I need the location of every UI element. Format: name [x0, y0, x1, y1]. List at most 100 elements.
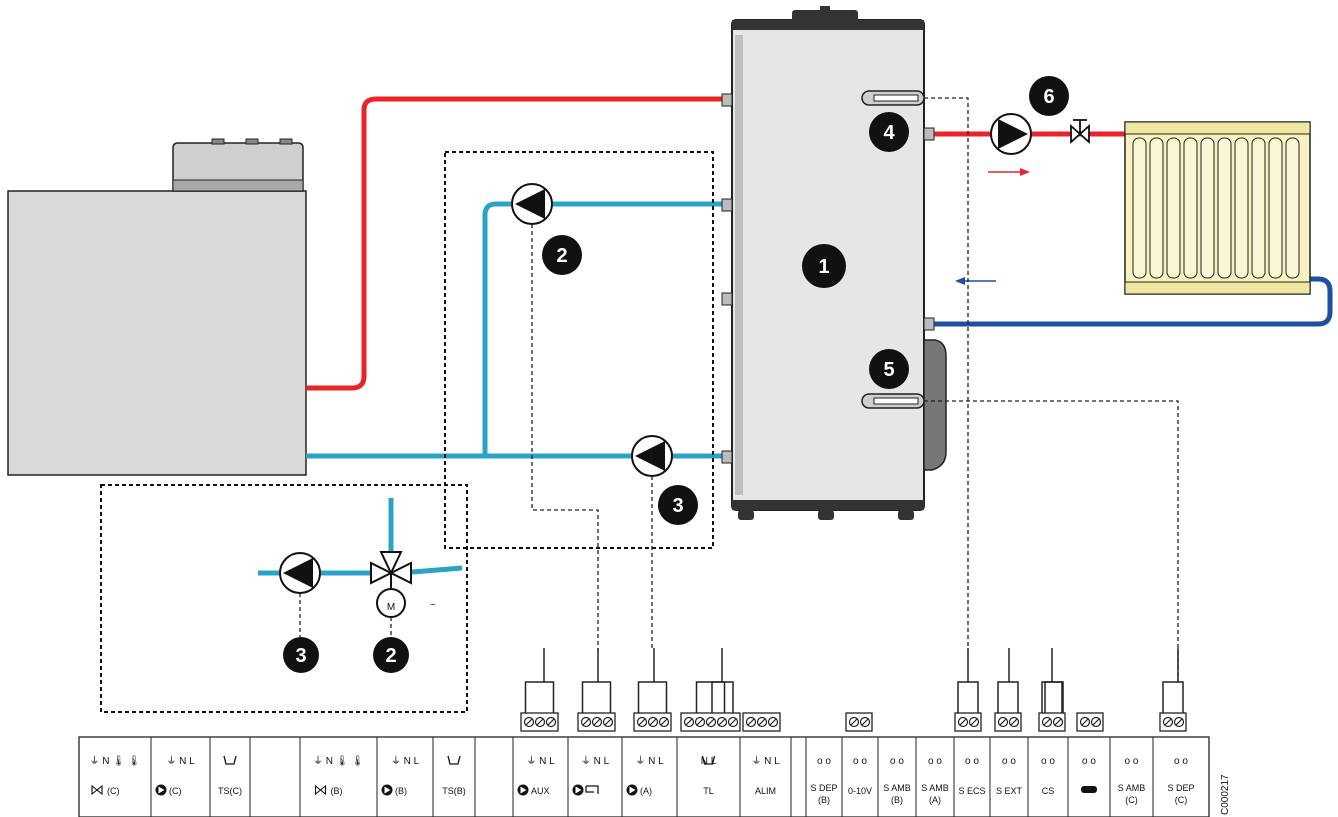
pump-icon	[631, 435, 673, 477]
terminal-s-ecs: o oS ECS	[958, 756, 985, 796]
drawing-reference: C000217	[1220, 774, 1231, 815]
terminal-connector-plug	[711, 681, 734, 713]
radiator-fin	[1217, 137, 1232, 279]
terminal-cs: o oCS	[1041, 756, 1055, 796]
callout-c4: 4	[869, 112, 909, 152]
radiator-fin	[1183, 137, 1198, 279]
svg-text:o o: o o	[817, 756, 831, 767]
svg-text:o o: o o	[1174, 756, 1188, 767]
svg-text:⏚ N L: ⏚ N L	[751, 755, 780, 767]
terminal-alim: ⏚ N L ALIM	[751, 755, 780, 796]
svg-text:M: M	[387, 602, 395, 613]
svg-text:5: 5	[883, 359, 894, 381]
terminal-tl: N L TL	[701, 755, 717, 796]
svg-text:2: 2	[385, 645, 396, 667]
terminal--b-: ⏚ N 🌡 🌡(B)	[313, 755, 364, 796]
callout-c3b: 3	[283, 637, 319, 673]
svg-text:o o: o o	[1125, 756, 1139, 767]
electric-element-housing	[923, 339, 947, 471]
terminal-s-amb-b-: o oS AMB(B)	[883, 756, 911, 805]
svg-text:o o: o o	[853, 756, 867, 767]
three-way-valve-icon	[370, 551, 412, 585]
terminal-connector	[680, 648, 741, 732]
terminal-connector	[577, 648, 616, 732]
terminal-0-10v: o o 0-10V	[848, 756, 872, 796]
svg-text:ALIM: ALIM	[755, 786, 776, 796]
svg-text:3: 3	[295, 645, 306, 667]
terminal-connector	[1159, 648, 1187, 732]
wiring-dashed-lines	[531, 97, 1179, 682]
callout-c2a: 2	[542, 235, 582, 275]
terminal--c-: ⏚ N 🌡 🌡(C)	[90, 755, 141, 796]
svg-text:2: 2	[556, 245, 567, 267]
svg-text:N L: N L	[701, 756, 717, 767]
hot-pipe-boiler-to-tank	[306, 96, 724, 391]
pump-icon	[155, 784, 167, 796]
pump-icon	[381, 784, 393, 796]
pump-icon	[517, 784, 529, 796]
svg-text:TS(C): TS(C)	[218, 786, 242, 796]
svg-text:S DEP: S DEP	[1167, 783, 1194, 793]
terminal-connector	[1076, 712, 1104, 732]
terminal-connector	[742, 712, 781, 732]
terminal-connector	[954, 648, 982, 732]
boiler	[7, 138, 307, 476]
svg-text:(A): (A)	[929, 795, 941, 805]
svg-text:(C): (C)	[107, 786, 120, 796]
svg-text:(B): (B)	[395, 786, 407, 796]
mixed-circuit-inset: M ~	[258, 498, 463, 638]
radiator-fin	[1149, 137, 1164, 279]
svg-text:(B): (B)	[331, 786, 343, 796]
terminal-s-dep-c-: o o S DEP (C)	[1167, 756, 1194, 805]
flow-arrow-right-icon	[988, 168, 1030, 176]
radiator	[1124, 121, 1311, 295]
thermostat-icon	[447, 755, 461, 765]
cold-pipe-return	[306, 201, 724, 459]
callout-c1: 1	[802, 244, 846, 288]
callout-c3a: 3	[658, 485, 698, 525]
terminal-connector-plug	[1044, 681, 1064, 713]
pump-icon	[279, 552, 321, 594]
terminal-bus-icon: o o	[1081, 756, 1097, 793]
svg-text:S AMB: S AMB	[1118, 783, 1146, 793]
svg-text:⏚ N L: ⏚ N L	[526, 755, 555, 767]
svg-text:(C): (C)	[1175, 795, 1188, 805]
svg-text:1: 1	[818, 256, 829, 278]
svg-text:o o: o o	[1002, 756, 1016, 767]
svg-text:4: 4	[883, 122, 895, 144]
terminal-s-ext: o o S EXT	[996, 756, 1023, 796]
radiator-fin	[1285, 137, 1300, 279]
terminal-connector	[845, 712, 873, 732]
terminal-s-dep-b-: o oS DEP(B)	[810, 756, 837, 805]
svg-text:o o: o o	[928, 756, 942, 767]
mixed-circuit-dashed-box	[100, 484, 468, 713]
terminal--c-: ⏚ N L(C)	[155, 755, 195, 796]
pump-icon	[626, 784, 638, 796]
svg-text:⏚ N L: ⏚ N L	[391, 755, 420, 767]
svg-text:S EXT: S EXT	[996, 786, 1023, 796]
thermostat-icon	[223, 755, 237, 765]
callout-c2b: 2	[373, 637, 409, 673]
radiator-fin	[1132, 137, 1147, 279]
flow-arrow-left-icon	[955, 277, 996, 285]
svg-text:⏚ N L: ⏚ N L	[581, 755, 610, 767]
pump-icon	[990, 113, 1032, 155]
svg-text:S AMB: S AMB	[883, 783, 911, 793]
valve-icon	[91, 784, 103, 796]
svg-text:TS(B): TS(B)	[442, 786, 466, 796]
motor-icon: M	[376, 588, 406, 618]
terminal-pump-dhw-icon: ⏚ N L	[572, 755, 610, 796]
terminal--b-: ⏚ N L (B)	[381, 755, 420, 796]
terminal-ts-c-: TS(C)	[218, 755, 242, 796]
svg-text:S AMB: S AMB	[921, 783, 949, 793]
svg-text:(C): (C)	[1125, 795, 1138, 805]
svg-text:0-10V: 0-10V	[848, 786, 872, 796]
callout-c6: 6	[1029, 76, 1069, 116]
svg-text:(C): (C)	[169, 786, 182, 796]
svg-text:(B): (B)	[818, 795, 830, 805]
svg-text:TL: TL	[703, 786, 714, 796]
terminal-connector	[520, 648, 559, 732]
radiator-fin	[1251, 137, 1266, 279]
radiator-fin	[1200, 137, 1215, 279]
terminal-strip: ⏚ N 🌡 🌡(C)⏚ N L(C)TS(C)⏚ N 🌡 🌡(B)⏚ N L(B…	[78, 736, 1210, 817]
